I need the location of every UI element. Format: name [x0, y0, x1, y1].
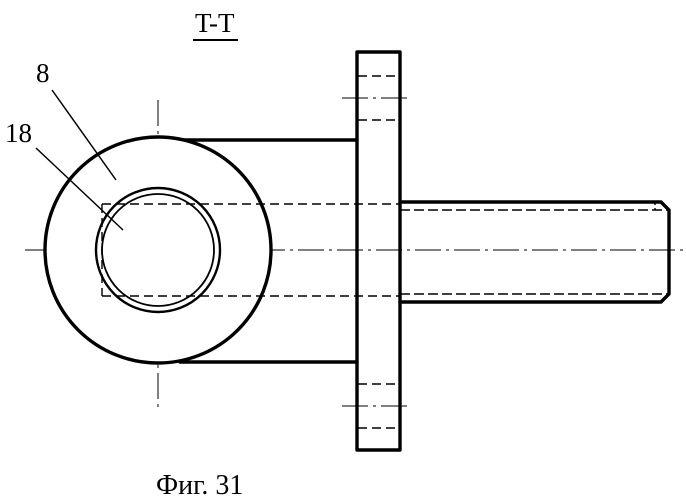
label-18: 18	[5, 118, 32, 148]
shaft-outline	[400, 202, 669, 302]
flange	[357, 52, 400, 450]
figure-caption: Фиг. 31	[156, 470, 243, 500]
outer-eye-circle	[45, 137, 271, 363]
section-title: T-T	[195, 8, 235, 38]
label-8: 8	[36, 58, 50, 88]
